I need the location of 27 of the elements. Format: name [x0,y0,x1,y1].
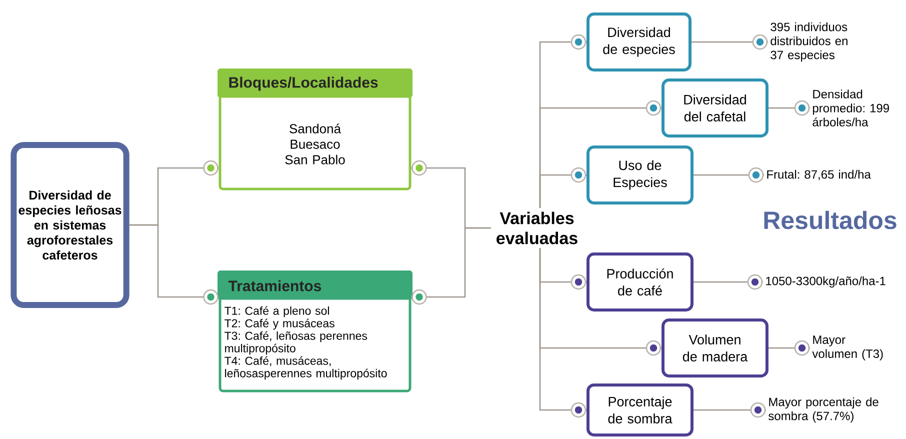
result-text: Frutal: 87,65 ind/ha [767,170,871,180]
section-title: Resultados [764,210,896,230]
connector-line [694,402,766,418]
variable-box: Uso de Especies [586,146,694,204]
result-text: 1050-3300kg/año/ha-1 [766,276,886,288]
connector-line [768,340,810,356]
result-text: Mayor porcentaje de sombra (57.7%) [768,397,878,423]
variable-box: Producción de café [586,252,694,312]
header-card: Tratamientos T1: Café a pleno sol T2: Café y musáceas T3: Café, leñosas perennes multipropósito T4: Café, musáceas, leñosasperennes multipropósito [218,270,412,392]
header-card: Bloques/Localidades Sandoná Buesaco San Pablo [218,68,412,190]
variable-box: Diversidad del cafetal [662,78,768,138]
connector-line [694,274,763,290]
topic-box: Diversidad de especies leñosas en sistemas agroforestales cafeteros [10,142,130,308]
variable-box: Porcentaje de sombra [586,384,694,436]
result-text: 395 individuos distribuidos en 37 especies [770,22,848,62]
variable-box: Diversidad de especies [586,12,692,72]
section-heading: Variables evaluadas [496,212,578,244]
connector-line [539,248,586,418]
result-text: Densidad promedio: 199 árboles/ha [812,90,889,126]
variable-box: Volumen de madera [662,318,768,378]
connector-line [411,227,491,305]
result-text: Mayor volumen (T3) [812,336,883,360]
connector-line [539,167,586,208]
connector-line [768,100,810,116]
connector-line [129,224,219,305]
connector-line [694,167,764,183]
connector-line [692,34,768,50]
